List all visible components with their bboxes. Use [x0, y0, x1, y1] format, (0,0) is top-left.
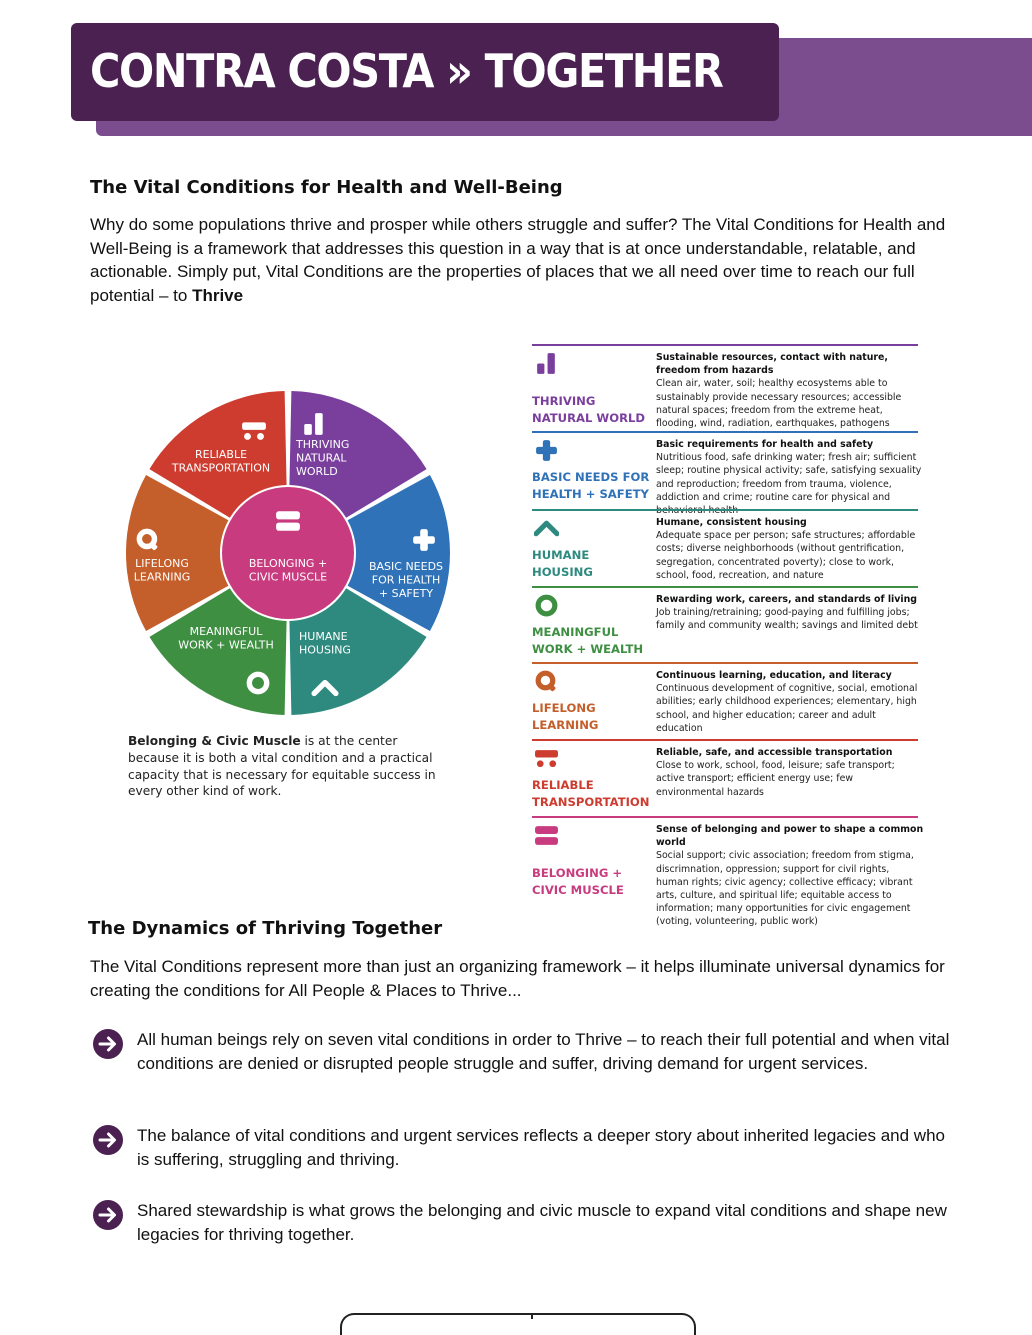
- page-footer-tab-divider: [531, 1313, 533, 1319]
- condition-rule: [532, 431, 918, 433]
- condition-headline: Sustainable resources, contact with natu…: [656, 352, 888, 377]
- condition-headline: Sense of belonging and power to shape a …: [656, 824, 924, 849]
- condition-rule: [532, 586, 918, 588]
- roof-icon: [533, 516, 560, 546]
- bus-icon: [242, 422, 266, 440]
- condition-rule: [532, 662, 918, 664]
- condition-headline: Basic requirements for health and safety: [656, 439, 874, 450]
- condition-detail: Nutritious food, safe drinking water; fr…: [656, 452, 922, 516]
- equals-icon: [534, 823, 559, 853]
- condition-description: Sense of belonging and power to shape a …: [656, 823, 924, 929]
- magnifier-icon: [534, 669, 559, 699]
- dynamics-heading: The Dynamics of Thriving Together: [88, 918, 443, 939]
- wheel-segment: [289, 391, 427, 518]
- page-footer-tab: [340, 1313, 696, 1335]
- arrow-right-icon: [93, 1029, 123, 1059]
- wheel-segment: [149, 588, 287, 715]
- dynamics-bullet-text: Shared stewardship is what grows the bel…: [137, 1201, 947, 1244]
- ring-icon: [534, 593, 559, 623]
- condition-headline: Humane, consistent housing: [656, 517, 807, 528]
- condition-detail: Close to work, school, food, leisure; sa…: [656, 760, 895, 798]
- condition-headline: Reliable, safe, and accessible transport…: [656, 747, 893, 758]
- condition-rule: [532, 344, 918, 346]
- condition-description: Reliable, safe, and accessible transport…: [656, 746, 924, 799]
- wheel-caption-text: is at the center because it is both a vi…: [128, 734, 436, 799]
- wheel-center-label: BELONGING +CIVIC MUSCLE: [249, 557, 327, 584]
- equals-icon: [276, 511, 300, 531]
- dynamics-bullet-text: All human beings rely on seven vital con…: [137, 1030, 950, 1073]
- condition-description: Sustainable resources, contact with natu…: [656, 351, 924, 430]
- dynamics-bullet-text: The balance of vital conditions and urge…: [137, 1126, 945, 1169]
- condition-row: BELONGING +CIVIC MUSCLE Sense of belongin…: [532, 816, 923, 927]
- wheel-segment: [126, 474, 229, 632]
- condition-headline: Rewarding work, careers, and standards o…: [656, 594, 917, 605]
- vital-conditions-heading: The Vital Conditions for Health and Well…: [90, 177, 563, 198]
- condition-description: Rewarding work, careers, and standards o…: [656, 593, 924, 633]
- condition-rule: [532, 509, 918, 511]
- wheel-caption-bold: Belonging & Civic Muscle: [128, 734, 301, 748]
- wheel-caption: Belonging & Civic Muscle is at the cente…: [128, 733, 448, 800]
- intro-bold-text: Thrive: [192, 285, 244, 305]
- dynamics-intro: The Vital Conditions represent more than…: [90, 957, 945, 1000]
- arrow-right-icon: [93, 1125, 123, 1155]
- wheel-center: [222, 487, 354, 619]
- condition-detail: Adequate space per person; safe structur…: [656, 530, 916, 581]
- roof-icon: [311, 679, 339, 697]
- arrow-right-icon: [93, 1200, 123, 1230]
- plus-icon: [534, 438, 559, 468]
- bar-chart-icon: [534, 351, 559, 381]
- condition-rule: [532, 739, 918, 741]
- condition-detail: Social support; civic association; freed…: [656, 850, 914, 928]
- intro-text: Why do some populations thrive and prosp…: [90, 215, 946, 305]
- magnifier-icon: [136, 528, 158, 551]
- condition-headline: Continuous learning, education, and lite…: [656, 670, 892, 681]
- bar-chart-icon: [304, 413, 323, 435]
- wheel-segment: [347, 474, 451, 632]
- header-banner: [71, 23, 779, 121]
- condition-rule: [532, 816, 918, 818]
- plus-icon: [413, 529, 435, 551]
- vital-conditions-intro: Why do some populations thrive and prosp…: [90, 213, 970, 307]
- bus-icon: [534, 746, 559, 776]
- page-title: CONTRA COSTA » TOGETHER: [90, 44, 724, 98]
- condition-name: BELONGING +CIVIC MUSCLE: [532, 866, 624, 897]
- condition-description: Continuous learning, education, and lite…: [656, 669, 924, 735]
- condition-detail: Continuous development of cognitive, soc…: [656, 683, 918, 734]
- condition-detail: Clean air, water, soil; healthy ecosyste…: [656, 378, 902, 430]
- ring-icon: [246, 671, 270, 695]
- condition-description: Basic requirements for health and safety…: [656, 438, 924, 517]
- condition-detail: Job training/retraining; good-paying and…: [656, 607, 918, 632]
